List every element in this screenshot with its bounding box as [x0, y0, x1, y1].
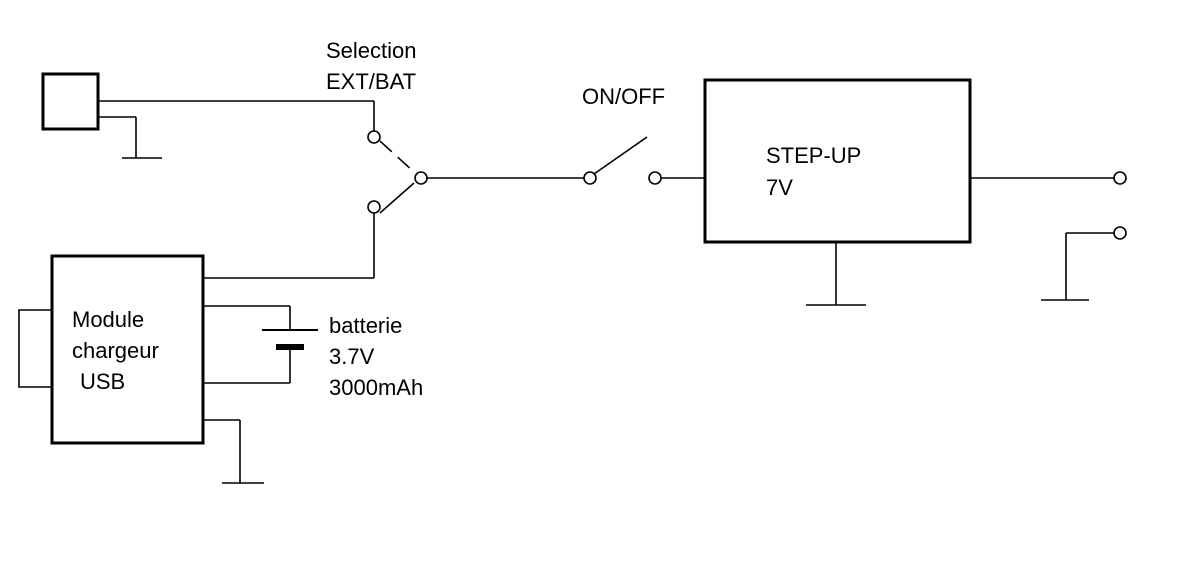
selector-label-line1: Selection: [326, 38, 417, 63]
selector-switch: [203, 130, 584, 279]
battery-label-line3: 3000mAh: [329, 375, 423, 400]
module-label-line3: USB: [80, 369, 125, 394]
on-off-switch: [583, 136, 705, 185]
usb-charger-module: [18, 254, 291, 484]
stepup-module: [703, 78, 1127, 306]
external-jack: [41, 72, 375, 159]
switch-label: ON/OFF: [582, 84, 665, 109]
stepup-label-line1: STEP-UP: [766, 143, 861, 168]
output-ground-terminal: [1041, 226, 1127, 301]
module-label-line1: Module: [72, 307, 144, 332]
selector-label-line2: EXT/BAT: [326, 69, 416, 94]
battery-symbol: [262, 329, 318, 350]
battery-label-line1: batterie: [329, 313, 402, 338]
module-label-line2: chargeur: [72, 338, 159, 363]
battery-label-line2: 3.7V: [329, 344, 375, 369]
stepup-label-line2: 7V: [766, 175, 793, 200]
